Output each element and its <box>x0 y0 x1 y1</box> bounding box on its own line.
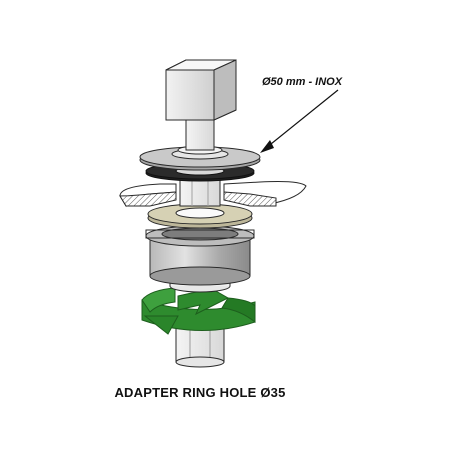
callout-leader-arrow <box>260 89 339 153</box>
threaded-body-cylinder <box>145 225 255 286</box>
green-rotation-arrow-icon <box>141 281 256 335</box>
adapter-ring <box>147 203 253 229</box>
figure-caption: ADAPTER RING HOLE Ø35 <box>114 385 286 400</box>
sink-cross-section <box>119 181 307 208</box>
square-cover-block <box>165 59 237 151</box>
callout-label: Ø50 mm - INOX <box>262 76 343 88</box>
